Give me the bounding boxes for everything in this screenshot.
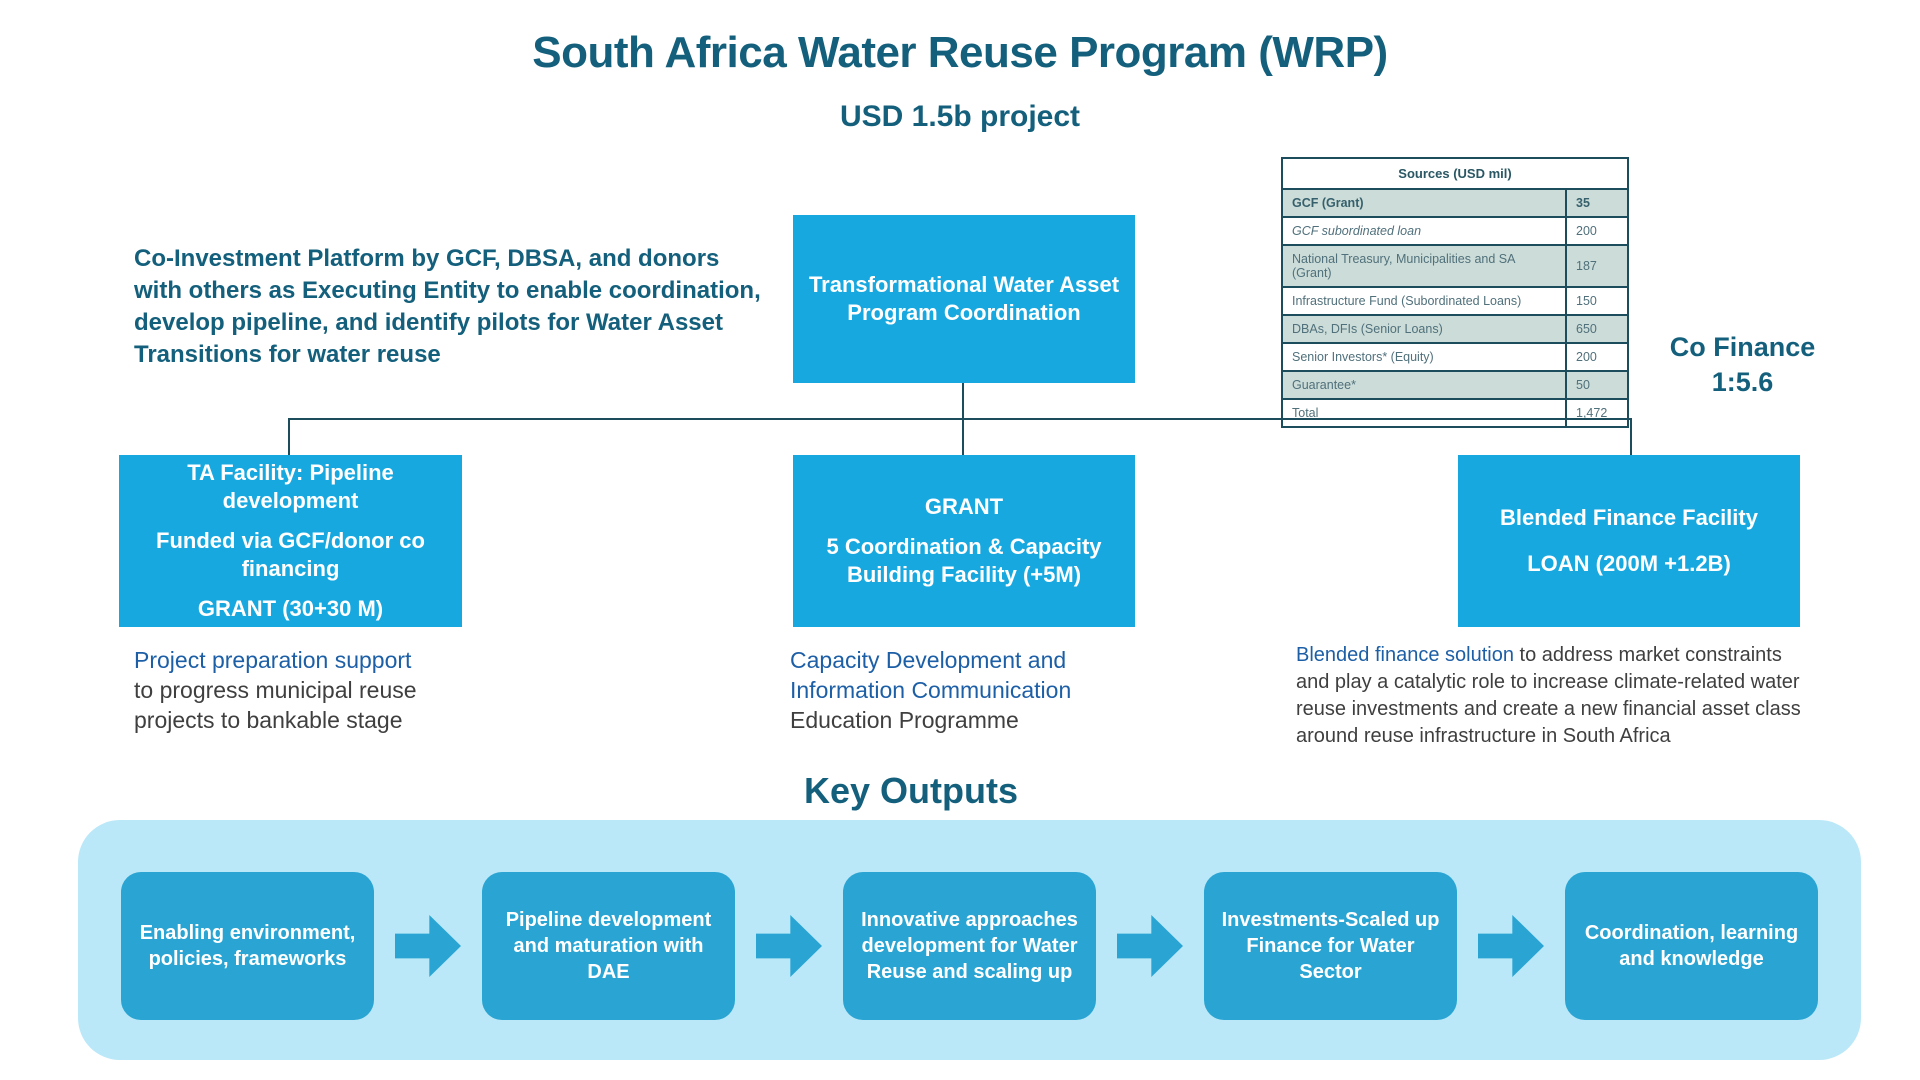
- table-row: Guarantee* 50: [1281, 370, 1629, 400]
- co-finance-value: 1:5.6: [1711, 367, 1774, 397]
- ta-facility-caption: Project preparation support to progress …: [134, 645, 434, 735]
- row-label: Total: [1281, 398, 1567, 428]
- caption-rest: Education Programme: [790, 707, 1019, 733]
- connector-left-drop: [288, 418, 290, 455]
- table-row: National Treasury, Municipalities and SA…: [1281, 244, 1629, 288]
- row-value: 187: [1565, 244, 1629, 288]
- output-box-enabling-environment: Enabling environment, policies, framewor…: [121, 872, 374, 1020]
- right-arrow-icon: [1117, 915, 1183, 977]
- coordination-box-line2: Program Coordination: [847, 300, 1081, 325]
- grant-facility-box: GRANT 5 Coordination & Capacity Building…: [793, 455, 1135, 627]
- sources-table-title: Sources (USD mil): [1281, 157, 1629, 190]
- row-label: GCF (Grant): [1281, 188, 1567, 218]
- connector-mid-drop: [962, 418, 964, 455]
- row-value: 50: [1565, 370, 1629, 400]
- grant-facility-caption: Capacity Development and Information Com…: [790, 645, 1142, 735]
- table-row: Total 1,472: [1281, 398, 1629, 428]
- row-label: DBAs, DFIs (Senior Loans): [1281, 314, 1567, 344]
- sources-table-header-row: Sources (USD mil): [1281, 157, 1629, 190]
- row-label: GCF subordinated loan: [1281, 216, 1567, 246]
- row-label: Infrastructure Fund (Subordinated Loans): [1281, 286, 1567, 316]
- grant-facility-line2: 5 Coordination & Capacity Building Facil…: [826, 534, 1102, 587]
- row-value: 150: [1565, 286, 1629, 316]
- ta-facility-line1: TA Facility: Pipeline development: [187, 460, 394, 513]
- co-investment-intro-text: Co-Investment Platform by GCF, DBSA, and…: [134, 245, 761, 368]
- row-value: 1,472: [1565, 398, 1629, 428]
- coordination-box: Transformational Water Asset Program Coo…: [793, 215, 1135, 383]
- right-arrow-icon: [1478, 915, 1544, 977]
- connector-right-drop: [1630, 418, 1632, 455]
- connector-center-down: [962, 383, 964, 418]
- blended-finance-line1: Blended Finance Facility: [1500, 505, 1758, 530]
- page-subtitle: USD 1.5b project: [839, 100, 1081, 133]
- blended-finance-caption: Blended finance solution to address mark…: [1296, 642, 1801, 750]
- row-value: 35: [1565, 188, 1629, 218]
- page-title: South Africa Water Reuse Program (WRP): [532, 28, 1388, 77]
- table-row: GCF subordinated loan 200: [1281, 216, 1629, 246]
- output-box-coordination-learning: Coordination, learning and knowledge: [1565, 872, 1818, 1020]
- caption-highlight: Capacity Development and Information Com…: [790, 647, 1072, 703]
- right-arrow-icon: [395, 915, 461, 977]
- output-box-innovative-approaches: Innovative approaches development for Wa…: [843, 872, 1096, 1020]
- caption-highlight: Project preparation support: [134, 647, 412, 673]
- output-box-investments-finance: Investments-Scaled up Finance for Water …: [1204, 872, 1457, 1020]
- co-finance-ratio: Co Finance 1:5.6: [1655, 330, 1830, 400]
- key-outputs-title: Key Outputs: [803, 770, 1019, 811]
- blended-finance-line2: LOAN (200M +1.2B): [1527, 551, 1731, 576]
- row-value: 200: [1565, 216, 1629, 246]
- row-label: Senior Investors* (Equity): [1281, 342, 1567, 372]
- grant-facility-line1: GRANT: [924, 494, 1004, 519]
- row-label: Guarantee*: [1281, 370, 1567, 400]
- sources-table: Sources (USD mil) GCF (Grant) 35 GCF sub…: [1281, 157, 1629, 428]
- blended-finance-box: Blended Finance Facility LOAN (200M +1.2…: [1458, 455, 1800, 627]
- co-finance-label: Co Finance: [1669, 332, 1816, 362]
- caption-rest: to address market constraints and play a…: [1296, 644, 1801, 747]
- connector-horizontal: [288, 418, 1632, 420]
- row-value: 200: [1565, 342, 1629, 372]
- coordination-box-line1: Transformational Water Asset: [808, 272, 1120, 297]
- key-outputs-band: Enabling environment, policies, framewor…: [78, 820, 1861, 1060]
- row-value: 650: [1565, 314, 1629, 344]
- ta-facility-box: TA Facility: Pipeline development Funded…: [119, 455, 462, 627]
- table-row: GCF (Grant) 35: [1281, 188, 1629, 218]
- ta-facility-line3: GRANT (30+30 M): [197, 596, 384, 621]
- table-row: Infrastructure Fund (Subordinated Loans)…: [1281, 286, 1629, 316]
- ta-facility-line2: Funded via GCF/donor co financing: [156, 528, 425, 581]
- row-label: National Treasury, Municipalities and SA…: [1281, 244, 1567, 288]
- caption-highlight: Blended finance solution: [1296, 644, 1514, 666]
- right-arrow-icon: [756, 915, 822, 977]
- table-row: Senior Investors* (Equity) 200: [1281, 342, 1629, 372]
- output-box-pipeline-development: Pipeline development and maturation with…: [482, 872, 735, 1020]
- caption-rest: to progress municipal reuse projects to …: [134, 677, 417, 733]
- table-row: DBAs, DFIs (Senior Loans) 650: [1281, 314, 1629, 344]
